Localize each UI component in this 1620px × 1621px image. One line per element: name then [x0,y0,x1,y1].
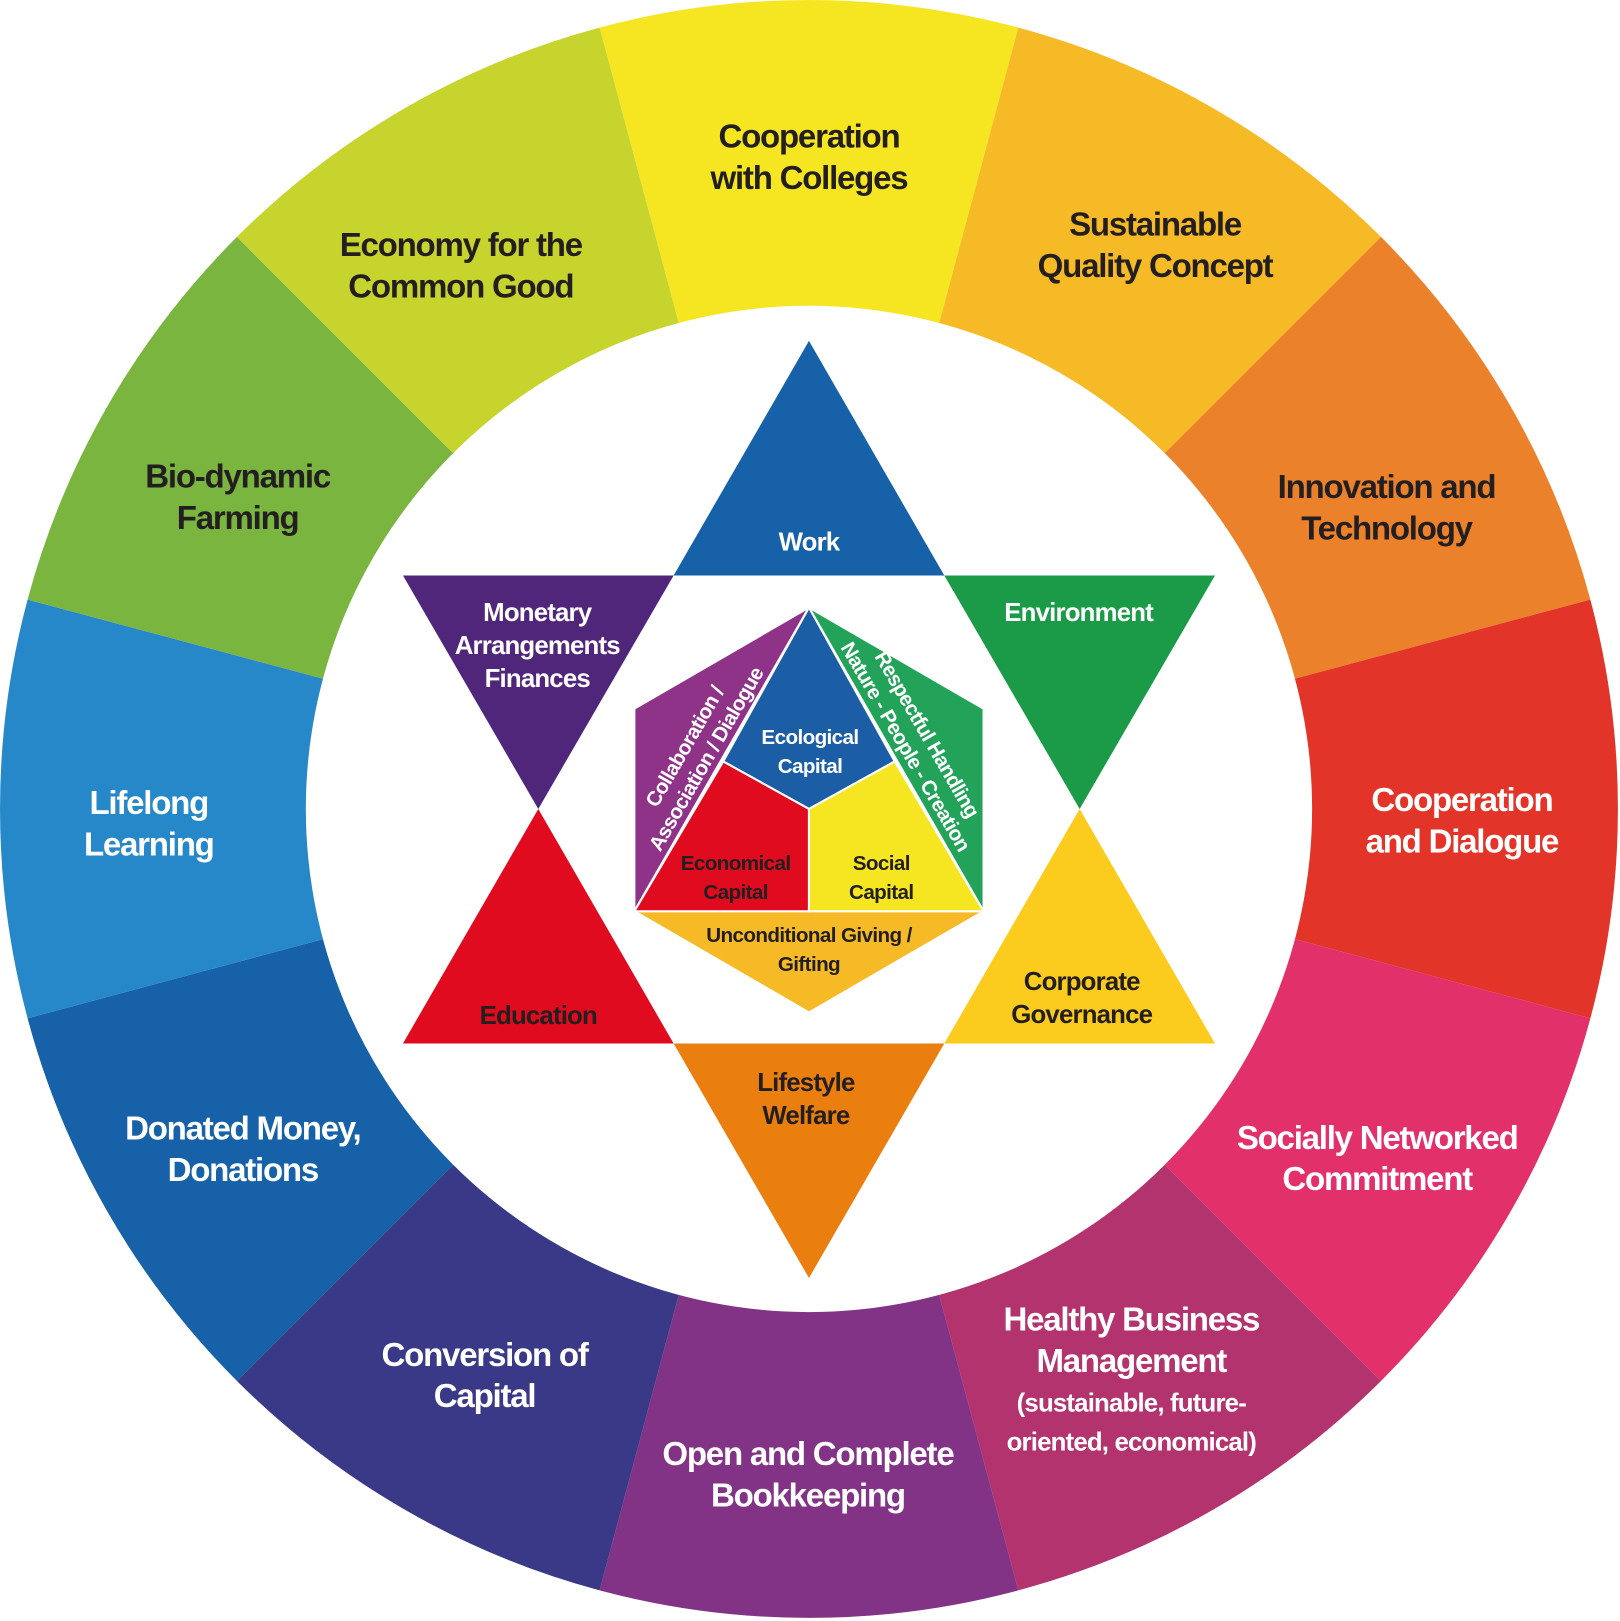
ring-label-cooperation-and-dialogue-line: Cooperation [1371,782,1552,819]
core-respectful-handling [806,604,985,916]
star-label-education-line: Education [480,1002,597,1030]
core-label-economical-line: Capital [703,881,768,904]
core-label-economical-line: Economical [681,852,791,875]
star-label-lifestyle-line: Lifestyle [757,1069,855,1097]
core-label-giving-line: Unconditional Giving / [706,924,912,947]
ring-label-economy-for-common-good-line: Common Good [348,269,573,306]
ring-label-cooperation-with-colleges: Cooperation with Colleges [710,119,909,197]
ring-label-donated-money: Donated Money, Donations [125,1111,360,1189]
core-collaboration [633,604,812,916]
star-label-monetary-line: Arrangements [455,632,621,660]
ring-label-open-and-complete-bookkeeping-line: Bookkeeping [711,1477,905,1514]
ring-label-cooperation-with-colleges-line: Cooperation [718,119,899,156]
star-label-monetary-line: Monetary [483,599,593,627]
star-point-education [402,808,674,1044]
ring-label-healthy-business-management-line: (sustainable, future- [1017,1389,1247,1417]
core-hexagon [630,604,988,1014]
star-point-monetary [402,575,674,809]
star-point-lifestyle [673,1043,945,1278]
ring-label-sustainable-quality-concept-line: Sustainable [1069,207,1242,244]
core-social-capital [807,760,986,913]
ring-label-cooperation-and-dialogue: Cooperation and Dialogue [1366,782,1559,860]
ring-label-conversion-of-capital: Conversion of Capital [382,1337,590,1415]
ring-label-socially-networked-commitment-line: Socially Networked [1237,1120,1518,1157]
ring-label-conversion-of-capital-line: Conversion of [382,1337,590,1374]
ring-label-bio-dynamic-farming-line: Farming [177,500,299,537]
core-label-ecological-line: Capital [778,755,843,778]
star-label-work-line: Work [779,529,841,557]
ring-label-conversion-of-capital-line: Capital [434,1378,536,1415]
star-label-environment-line: Environment [1004,599,1154,627]
star-label-governance-line: Corporate [1024,968,1140,996]
star-label-monetary-line: Finances [485,665,591,693]
star-label-lifestyle-line: Welfare [762,1102,849,1130]
ring-label-bio-dynamic-farming-line: Bio-dynamic [145,459,331,496]
ring-label-innovation-and-technology-line: Innovation and [1278,469,1496,506]
core-label-ecological-line: Ecological [761,726,858,749]
ring-label-healthy-business-management-line: Healthy Business [1003,1302,1260,1339]
star-label-education: Education [480,1002,597,1030]
core-label-social-line: Capital [849,881,914,904]
ring-label-donated-money-line: Donations [168,1152,319,1189]
ring-label-cooperation-and-dialogue-line: and Dialogue [1366,823,1559,860]
star-label-work: Work [779,529,841,557]
hexagram-star [402,340,1215,1278]
ring-label-economy-for-common-good-line: Economy for the [340,227,583,264]
star-label-governance-line: Governance [1011,1001,1152,1029]
core-label-social-line: Social [853,852,910,875]
ring-label-sustainable-quality-concept-line: Quality Concept [1038,248,1274,285]
ring-label-lifelong-learning-line: Lifelong [89,785,208,822]
ring-label-socially-networked-commitment-line: Commitment [1282,1161,1473,1198]
ring-label-lifelong-learning-line: Learning [84,826,214,863]
ring-label-cooperation-with-colleges-line: with Colleges [710,160,909,197]
star-point-governance [944,808,1215,1044]
ring-label-healthy-business-management-line: Management [1037,1343,1228,1380]
core-label-giving: Unconditional Giving / Gifting [706,924,912,976]
ring-label-donated-money-line: Donated Money, [125,1111,360,1148]
star-point-work [673,340,945,576]
ring-label-open-and-complete-bookkeeping-line: Open and Complete [662,1436,954,1473]
star-label-environment: Environment [1004,599,1154,627]
star-point-environment [944,575,1215,809]
ring-label-healthy-business-management-line: oriented, economical) [1007,1429,1257,1457]
ring-label-innovation-and-technology-line: Technology [1301,510,1473,547]
core-label-giving-line: Gifting [778,953,840,976]
